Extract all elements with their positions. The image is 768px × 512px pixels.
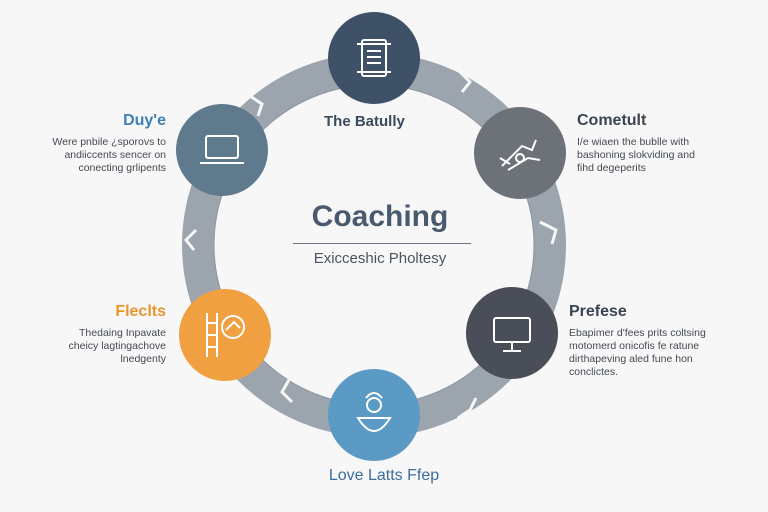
node-top[interactable] (328, 12, 420, 104)
block-upper-right-title: Cometult (577, 112, 647, 129)
block-upper-left-title: Duy'e (123, 112, 166, 129)
center-title: Coaching (311, 200, 449, 233)
block-lower-left: Fleclts Thedaing Inpavate cheicy lagting… (16, 303, 166, 366)
center-divider (293, 243, 471, 244)
block-lower-left-line: cheicy lagtingachove (68, 340, 166, 352)
center-subtitle: Exicceshic Pholtesy (313, 250, 447, 267)
block-lower-right-line: dirthapeving aled fune hon (569, 353, 693, 365)
block-upper-left-line: conecting grlipents (78, 162, 166, 174)
chef-bowl-icon (356, 392, 392, 432)
scroll-icon (357, 39, 391, 77)
node-bottom-label: Love Latts Ffep (328, 467, 440, 484)
block-lower-left-title: Fleclts (115, 303, 166, 320)
tools-icon (499, 139, 541, 171)
block-upper-left-line: andiiccents sencer on (64, 149, 166, 161)
block-lower-right-line: Ebapimer d'fees prits coltsing (569, 327, 706, 339)
block-lower-right-line: conclictes. (569, 366, 619, 378)
block-upper-right-line: fihd degeperits (577, 162, 646, 174)
block-lower-left-line: Thedaing Inpavate (79, 327, 166, 339)
node-bottom[interactable] (328, 369, 420, 461)
laptop-icon (200, 135, 244, 164)
node-lower-left[interactable] (179, 289, 271, 381)
monitor-icon (493, 317, 531, 352)
node-bottom-circle (328, 369, 420, 461)
block-upper-right-line: I/e wiaen the bublle with (577, 136, 690, 148)
block-upper-right: Cometult I/e wiaen the bublle with basho… (577, 112, 747, 175)
node-upper-left-circle (176, 104, 268, 196)
node-upper-left[interactable] (176, 104, 268, 196)
block-lower-left-line: lnedgenty (120, 353, 166, 365)
block-lower-right: Prefese Ebapimer d'fees prits coltsing m… (569, 303, 749, 379)
block-upper-left: Duy'e Were pnbile ¿sporovs to andiiccent… (16, 112, 166, 175)
ladder-hand-icon (206, 313, 245, 357)
node-upper-right[interactable] (474, 107, 566, 199)
node-lower-right[interactable] (466, 287, 558, 379)
node-lower-right-circle (466, 287, 558, 379)
block-upper-left-line: Were pnbile ¿sporovs to (52, 136, 166, 148)
node-top-label: The Batully (324, 113, 405, 130)
ring-segment-dividers (183, 68, 558, 420)
block-upper-right-line: bashoning slokviding and (577, 149, 695, 161)
block-lower-right-title: Prefese (569, 303, 627, 320)
block-lower-right-line: motomerd onicofis fe ratune (569, 340, 700, 352)
